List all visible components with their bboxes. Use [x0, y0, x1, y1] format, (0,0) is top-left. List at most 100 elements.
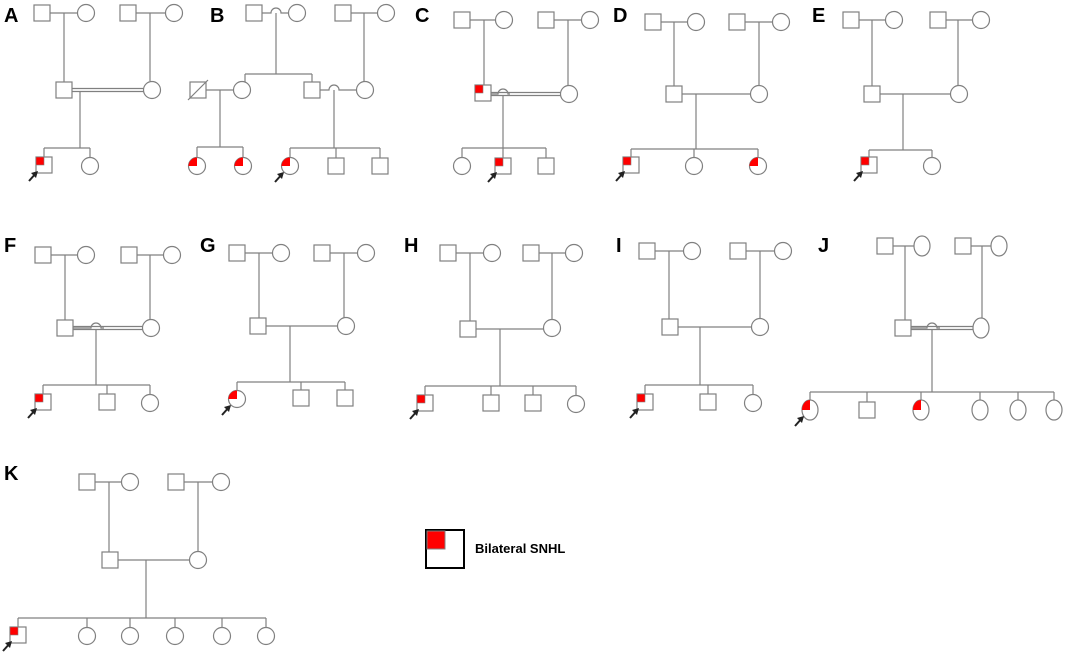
arrow-head	[490, 172, 497, 179]
square-outline	[537, 11, 555, 29]
square-outline	[522, 244, 540, 262]
male-square-icon	[894, 319, 912, 337]
circle-outline	[211, 472, 231, 492]
male-square-icon	[98, 393, 116, 411]
arrow-head	[632, 408, 639, 415]
circle-outline	[564, 243, 584, 263]
square-outline	[78, 473, 96, 491]
male-square-icon	[644, 13, 662, 31]
female-circle-icon	[773, 241, 793, 261]
affected-female-circle-icon	[912, 399, 930, 421]
circle-outline	[76, 245, 96, 265]
affected-quadrant	[860, 156, 870, 166]
circle-outline	[162, 245, 182, 265]
proband-arrow-icon	[274, 172, 284, 183]
circle-outline	[76, 3, 96, 23]
circle-outline	[80, 156, 100, 176]
female-circle-icon	[76, 3, 96, 23]
circle-outline	[336, 316, 356, 336]
circle-outline	[922, 156, 942, 176]
female-circle-icon	[771, 12, 791, 32]
panel-label-j: J	[818, 235, 829, 257]
affected-male-square-icon	[622, 156, 640, 174]
circle-outline	[140, 393, 160, 413]
affected-quadrant	[281, 157, 290, 166]
male-square-icon	[33, 4, 51, 22]
proband-arrow-icon	[853, 171, 863, 182]
female-circle-icon	[142, 80, 162, 100]
crossing-hop-line	[320, 84, 357, 91]
male-square-icon	[120, 246, 138, 264]
affected-female-circle-icon	[233, 156, 253, 176]
female-circle-icon	[972, 317, 990, 339]
female-circle-icon	[482, 243, 502, 263]
square-outline	[56, 319, 74, 337]
circle-outline	[494, 10, 514, 30]
female-circle-icon	[949, 84, 969, 104]
square-outline	[120, 246, 138, 264]
female-circle-icon	[140, 393, 160, 413]
female-circle-icon	[743, 393, 763, 413]
square-outline	[482, 394, 500, 412]
affected-male-square-icon	[416, 394, 434, 412]
affected-female-circle-icon	[748, 156, 768, 176]
panel-label-i: I	[616, 235, 622, 257]
female-circle-icon	[750, 317, 770, 337]
circle-outline	[949, 84, 969, 104]
male-square-icon	[954, 237, 972, 255]
female-circle-icon	[376, 3, 396, 23]
circle-outline	[971, 399, 989, 421]
square-outline	[439, 244, 457, 262]
circle-outline	[287, 3, 307, 23]
square-outline	[638, 242, 656, 260]
crossing-hop-line	[911, 322, 940, 329]
circle-outline	[913, 235, 931, 257]
female-circle-icon	[164, 3, 184, 23]
male-square-icon	[34, 246, 52, 264]
affected-quadrant	[9, 626, 19, 636]
male-square-icon	[187, 79, 209, 101]
crossing-hop-line	[73, 322, 104, 329]
square-outline	[334, 4, 352, 22]
arrow-head	[31, 171, 38, 178]
circle-outline	[482, 243, 502, 263]
arrow-head	[224, 405, 231, 412]
male-square-icon	[56, 319, 74, 337]
proband-arrow-icon	[794, 416, 804, 427]
female-circle-icon	[494, 10, 514, 30]
square-outline	[537, 157, 555, 175]
male-square-icon	[537, 157, 555, 175]
pedigree-layer	[2, 3, 1063, 652]
circle-outline	[165, 626, 185, 646]
male-square-icon	[371, 157, 389, 175]
male-square-icon	[858, 401, 876, 419]
panel-label-d: D	[613, 5, 627, 27]
panel-label-c: C	[415, 5, 429, 27]
female-circle-icon	[271, 243, 291, 263]
affected-quadrant	[188, 157, 197, 166]
male-square-icon	[453, 11, 471, 29]
legend-affected-quadrant	[426, 530, 446, 550]
square-outline	[524, 394, 542, 412]
male-square-icon	[292, 389, 310, 407]
male-square-icon	[537, 11, 555, 29]
affected-female-circle-icon	[187, 156, 207, 176]
circle-outline	[682, 241, 702, 261]
proband-arrow-icon	[28, 171, 38, 182]
female-circle-icon	[120, 626, 140, 646]
legend: Bilateral SNHL	[425, 529, 565, 569]
affected-quadrant	[913, 400, 921, 410]
affected-quadrant	[749, 157, 758, 166]
circle-outline	[164, 3, 184, 23]
circle-outline	[1045, 399, 1063, 421]
circle-outline	[749, 84, 769, 104]
male-square-icon	[929, 11, 947, 29]
male-square-icon	[313, 244, 331, 262]
square-outline	[303, 81, 321, 99]
circle-outline	[773, 241, 793, 261]
affected-female-circle-icon	[280, 156, 300, 176]
panel-label-k: K	[4, 463, 19, 485]
female-circle-icon	[232, 80, 252, 100]
circle-outline	[566, 394, 586, 414]
affected-quadrant	[802, 400, 810, 410]
